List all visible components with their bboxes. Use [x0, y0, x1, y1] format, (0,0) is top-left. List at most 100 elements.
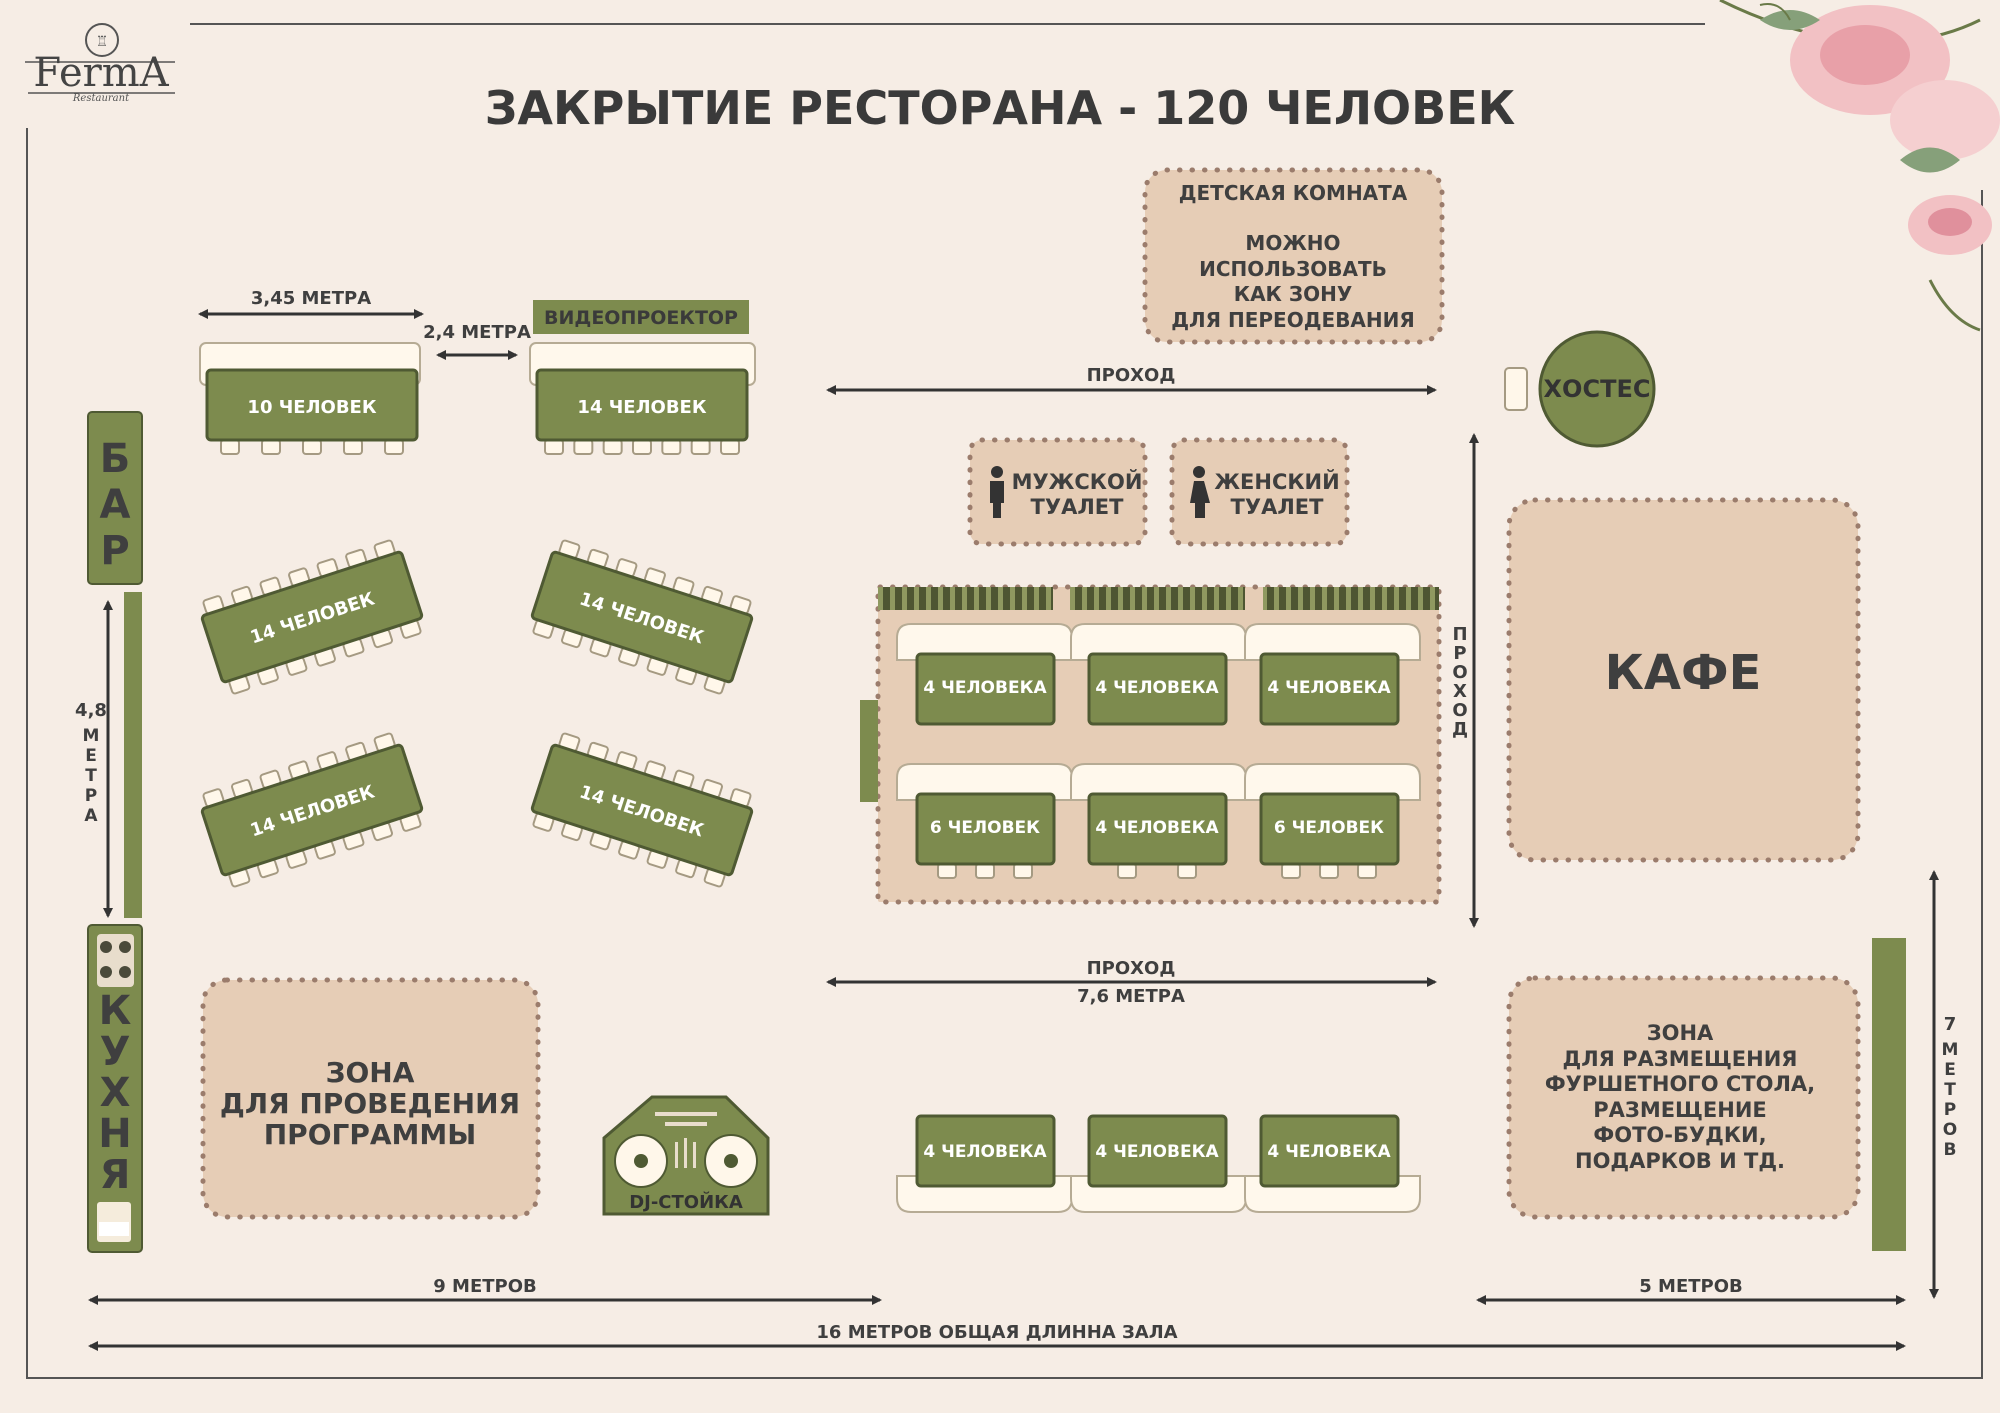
right-dimension-letter: О	[1943, 1120, 1957, 1140]
projector-label: ВИДЕОПРОЕКТОР	[544, 307, 738, 329]
bar-length-letter: А	[84, 806, 98, 826]
bar-length-letter: Р	[85, 786, 97, 806]
chair	[937, 863, 957, 879]
chair	[1357, 863, 1377, 879]
buffet-zone-line: ФУРШЕТНОГО СТОЛА,	[1545, 1072, 1815, 1096]
hostess-stand: ХОСТЕС	[1504, 330, 1656, 448]
nine-meters-label: 9 МЕТРОВ	[433, 1276, 537, 1297]
aisle-vertical-letter: Х	[1453, 681, 1467, 702]
kitchen-letter: Я	[100, 1152, 131, 1198]
bar-length-dimension: 4,8 М Е Т Р А	[75, 600, 113, 918]
buffet-zone-line: ЗОНА	[1647, 1021, 1714, 1045]
chair	[661, 439, 682, 455]
chair	[975, 863, 995, 879]
buffet-zone-line: РАЗМЕЩЕНИЕ	[1593, 1098, 1767, 1122]
chair	[302, 439, 322, 455]
kitchen-letter: К	[99, 988, 132, 1034]
right-dimension-letter: В	[1944, 1140, 1957, 1160]
kitchen-letter: Х	[100, 1070, 131, 1116]
right-dimension-number: 7	[1944, 1014, 1957, 1035]
table-top-1: 10 ЧЕЛОВЕК	[199, 342, 421, 455]
chair	[220, 439, 240, 455]
five-meters-label: 5 МЕТРОВ	[1639, 1276, 1743, 1297]
cafe-label: КАФЕ	[1605, 645, 1762, 701]
table-low-1: 14 ЧЕЛОВЕК	[200, 732, 424, 888]
chair	[544, 439, 564, 455]
bar-length-letter: Е	[85, 746, 97, 766]
total-length-label: 16 МЕТРОВ ОБЩАЯ ДЛИННА ЗАЛА	[816, 1322, 1177, 1343]
dj-stand: DJ-СТОЙКА	[602, 1095, 770, 1216]
aisle-length-label: 7,6 МЕТРА	[1077, 986, 1185, 1007]
aisle-vertical-letter: Д	[1452, 719, 1468, 740]
table-label: 4 ЧЕЛОВЕКА	[1267, 1142, 1391, 1162]
buffet-zone-line: ПОДАРКОВ И ТД.	[1575, 1149, 1785, 1173]
kids-room: ДЕТСКАЯ КОМНАТА МОЖНО ИСПОЛЬЗОВАТЬ КАК З…	[1142, 167, 1445, 345]
right-dimension-letter: Е	[1944, 1060, 1956, 1080]
logo-subtext: Restaurant	[72, 93, 130, 104]
table-low-2: 14 ЧЕЛОВЕК	[530, 732, 754, 888]
logo-text: FermA	[33, 50, 169, 96]
bar: Б А Р	[87, 411, 143, 918]
logo: ♖ FermA Restaurant	[25, 23, 175, 104]
table-mid-1: 14 ЧЕЛОВЕК	[200, 539, 424, 695]
table-mid-2: 14 ЧЕЛОВЕК	[530, 539, 754, 695]
kitchen-letter: Н	[98, 1111, 131, 1157]
kitchen-letter: У	[100, 1029, 131, 1075]
buffet-zone-line: ДЛЯ РАЗМЕЩЕНИЯ	[1563, 1047, 1798, 1071]
table-label: 6 ЧЕЛОВЕК	[1274, 818, 1384, 838]
bar-letter: Б	[100, 436, 131, 482]
flower-decoration	[1719, 0, 2000, 332]
chair	[384, 439, 404, 455]
male-toilet: МУЖСКОЙ ТУАЛЕТ	[967, 437, 1148, 547]
sofa	[1244, 623, 1421, 661]
hostess-label: ХОСТЕС	[1544, 375, 1651, 403]
aisle-vertical: П Р О Х О Д	[1452, 433, 1479, 928]
bottom-dimensions: 9 МЕТРОВ 5 МЕТРОВ 16 МЕТРОВ ОБЩАЯ ДЛИННА…	[88, 1276, 1906, 1351]
aisle-vertical-letter: О	[1452, 700, 1467, 721]
chair	[261, 439, 281, 455]
female-toilet-line: ЖЕНСКИЙ	[1214, 469, 1339, 494]
aisle-label: ПРОХОД	[1087, 958, 1176, 979]
chair	[1013, 863, 1033, 879]
aisle-top: ПРОХОД	[826, 365, 1437, 395]
chair	[573, 439, 594, 455]
veranda-area: 4 ЧЕЛОВЕКА 4 ЧЕЛОВЕКА 4 ЧЕЛОВЕКА 6 ЧЕЛОВ…	[860, 584, 1442, 905]
male-toilet-line: МУЖСКОЙ	[1012, 469, 1143, 494]
chair	[632, 439, 652, 455]
kids-room-title: ДЕТСКАЯ КОМНАТА	[1179, 181, 1408, 205]
bar-length-number: 4,8	[75, 700, 107, 721]
sofa	[1244, 763, 1421, 801]
male-toilet-line: ТУАЛЕТ	[1031, 495, 1125, 519]
aisle-vertical-letter: П	[1452, 624, 1467, 645]
gap-label: 2,4 МЕТРА	[423, 322, 531, 343]
cafe-zone: КАФЕ	[1506, 497, 1861, 863]
svg-text:♖: ♖	[96, 34, 109, 50]
bar-letter: А	[100, 482, 131, 528]
right-dimension-letter: Т	[1944, 1080, 1956, 1100]
chair	[1117, 863, 1137, 879]
buffet-zone-line: ФОТО-БУДКИ,	[1593, 1123, 1766, 1147]
table-label: 6 ЧЕЛОВЕК	[930, 818, 1040, 838]
table-label: 4 ЧЕЛОВЕКА	[1095, 678, 1219, 698]
aisle-label: ПРОХОД	[1087, 365, 1176, 386]
kids-room-line: ДЛЯ ПЕРЕОДЕВАНИЯ	[1171, 308, 1415, 332]
chair	[602, 439, 623, 455]
dj-label: DJ-СТОЙКА	[629, 1191, 743, 1213]
table-label: 14 ЧЕЛОВЕК	[577, 397, 706, 418]
chair	[1177, 863, 1197, 879]
aisle-vertical-letter: Р	[1453, 643, 1466, 664]
buffet-zone: ЗОНА ДЛЯ РАЗМЕЩЕНИЯ ФУРШЕТНОГО СТОЛА, РА…	[1506, 938, 1906, 1251]
table-top-2: 14 ЧЕЛОВЕК	[529, 342, 756, 455]
table-width-dimension: 3,45 МЕТРА 2,4 МЕТРА	[198, 288, 531, 360]
bar-length-letter: Т	[85, 766, 97, 786]
table-width-label: 3,45 МЕТРА	[251, 288, 371, 309]
chair	[690, 439, 711, 455]
program-zone-line: ДЛЯ ПРОВЕДЕНИЯ	[220, 1087, 520, 1120]
table-label: 4 ЧЕЛОВЕКА	[1095, 818, 1219, 838]
aisle-bottom: ПРОХОД 7,6 МЕТРА	[826, 958, 1437, 1007]
program-zone-line: ЗОНА	[326, 1056, 415, 1089]
kitchen: К У Х Н Я	[87, 924, 143, 1253]
bar-letter: Р	[100, 528, 129, 574]
kids-room-line: МОЖНО	[1245, 231, 1340, 255]
bottom-tables: 4 ЧЕЛОВЕКА 4 ЧЕЛОВЕКА 4 ЧЕЛОВЕКА	[896, 1114, 1421, 1213]
